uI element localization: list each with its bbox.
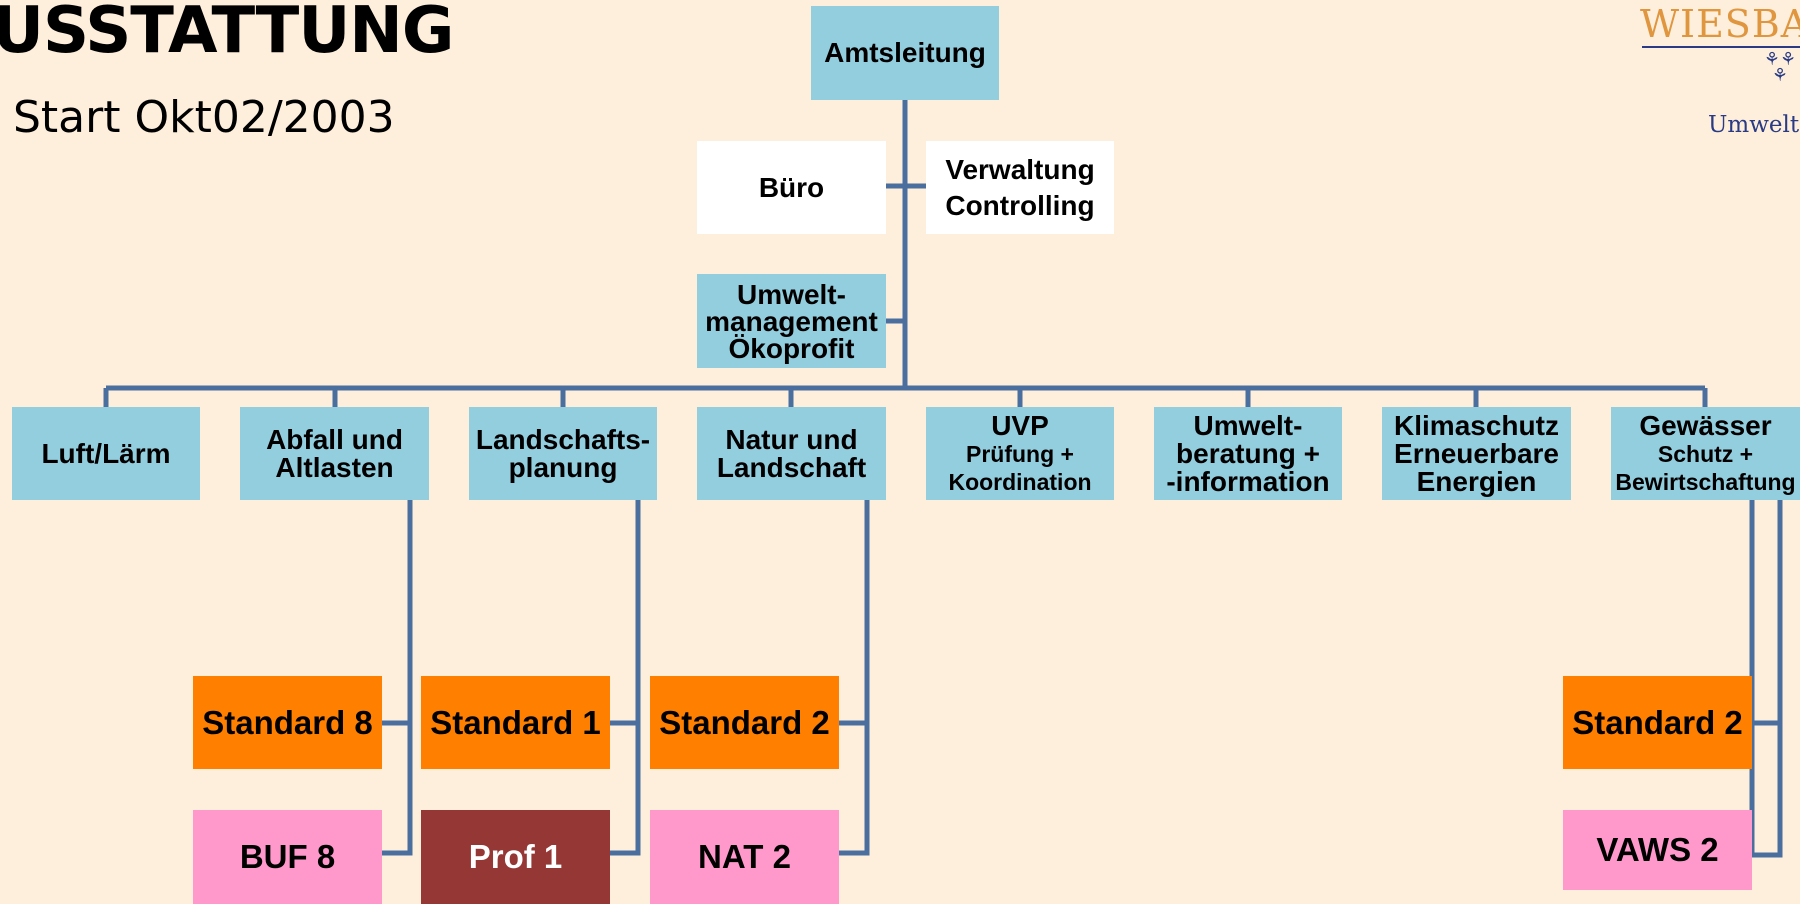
node-line: Erneuerbare <box>1394 437 1559 469</box>
node-line: Natur und <box>725 423 858 455</box>
node-line: beratung + <box>1176 437 1320 469</box>
standard-box-landschaftsplanung: Standard 1 <box>421 676 610 769</box>
node-line: Energien <box>1416 465 1537 497</box>
node-line: -information <box>1166 465 1330 497</box>
node-line: UVP <box>991 409 1049 441</box>
node-line: NAT 2 <box>698 838 791 875</box>
node-line: Schutz + <box>1657 440 1754 467</box>
connector-branch-abfall <box>382 500 413 856</box>
node-line: Landschafts- <box>475 423 651 455</box>
node-line: Verwaltung <box>945 153 1095 185</box>
logo-subtitle: Umwelta <box>1708 112 1800 138</box>
node-gewaesser: Gewässer Schutz + Bewirtschaftung <box>1611 407 1800 500</box>
node-line: Gewässer <box>1639 409 1772 441</box>
node-abfall-altlasten: Abfall und Altlasten <box>240 407 429 500</box>
connector-branch-natur <box>839 500 870 856</box>
city-logo: WIESBA ⚘⚘⚘ Umwelta <box>1630 0 1800 150</box>
node-landschaftsplanung: Landschafts- planung <box>469 407 657 500</box>
logo-divider <box>1642 46 1800 48</box>
node-line: Altlasten <box>275 451 394 483</box>
node-line: Standard 8 <box>202 703 373 741</box>
connector-gewaesser-specialist <box>1751 500 1783 858</box>
node-line: Luft/Lärm <box>41 437 171 469</box>
node-line: Büro <box>758 171 825 203</box>
node-line: Prüfung + <box>966 440 1074 467</box>
node-line: BUF 8 <box>239 838 336 875</box>
node-line: Controlling <box>945 189 1095 221</box>
node-line: Abfall und <box>266 423 403 455</box>
node-natur-landschaft: Natur und Landschaft <box>697 407 886 500</box>
node-line: Umwelt- <box>737 278 846 310</box>
node-line: Koordination <box>948 468 1092 495</box>
node-line: Standard 1 <box>430 703 601 741</box>
node-luft-laerm: Luft/Lärm <box>12 407 200 500</box>
specialist-box-nat: NAT 2 <box>650 810 839 904</box>
node-line: Amtsleitung <box>824 37 986 68</box>
node-line: Prof 1 <box>468 838 563 875</box>
specialist-box-buf: BUF 8 <box>193 810 382 904</box>
standard-box-natur: Standard 2 <box>650 676 839 769</box>
standard-box-abfall: Standard 8 <box>193 676 382 769</box>
node-line: Ökoprofit <box>728 332 855 364</box>
node-buero: Büro <box>697 141 886 234</box>
node-line: planung <box>508 451 618 483</box>
connector-branch-landschaftsplanung <box>610 500 641 856</box>
node-line: Landschaft <box>716 451 867 483</box>
fleur-de-lis-icon: ⚘⚘⚘ <box>1763 49 1797 86</box>
node-line: Standard 2 <box>659 703 830 741</box>
node-uvp: UVP Prüfung + Koordination <box>926 407 1114 500</box>
node-line: Klimaschutz <box>1394 409 1559 441</box>
node-umweltmanagement: Umwelt- management Ökoprofit <box>697 274 886 368</box>
page-title: USSTATTUNG <box>0 0 454 68</box>
node-verwaltung-controlling: Verwaltung Controlling <box>926 141 1114 234</box>
node-umweltberatung: Umwelt- beratung + -information <box>1154 407 1342 500</box>
specialist-box-prof: Prof 1 <box>421 810 610 904</box>
node-line: Umwelt- <box>1193 409 1303 441</box>
standard-box-gewaesser: Standard 2 <box>1563 676 1752 769</box>
node-line: Standard 2 <box>1572 703 1743 741</box>
page-subtitle: Start Okt02/2003 <box>13 92 395 143</box>
node-line: management <box>705 305 878 337</box>
specialist-box-vaws: VAWS 2 <box>1563 810 1752 890</box>
node-line: Bewirtschaftung <box>1615 468 1796 495</box>
node-klimaschutz: Klimaschutz Erneuerbare Energien <box>1382 407 1571 500</box>
logo-name: WIESBA <box>1640 2 1800 46</box>
node-amtsleitung: Amtsleitung <box>811 6 999 100</box>
node-line: VAWS 2 <box>1596 831 1719 868</box>
